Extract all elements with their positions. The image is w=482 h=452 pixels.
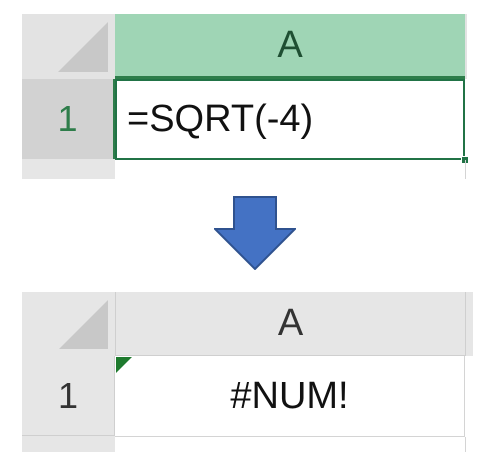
- row-header-next[interactable]: [22, 159, 115, 179]
- cell-a1-formula[interactable]: =SQRT(-4): [115, 79, 465, 160]
- error-indicator-icon[interactable]: [116, 357, 132, 373]
- spreadsheet-after: A 1 #NUM!: [22, 292, 473, 452]
- gridline: [465, 437, 466, 452]
- cell-a1-result[interactable]: #NUM!: [115, 356, 465, 437]
- row-header-next[interactable]: [22, 436, 115, 452]
- gridline: [465, 160, 466, 179]
- select-all-corner[interactable]: [22, 14, 115, 79]
- spreadsheet-before: A 1 =SQRT(-4): [22, 14, 469, 179]
- down-arrow-icon: [214, 196, 296, 270]
- column-header-next[interactable]: [465, 292, 473, 356]
- row-header-1[interactable]: 1: [22, 79, 115, 159]
- row-header-1[interactable]: 1: [22, 356, 115, 436]
- column-header-a[interactable]: A: [115, 14, 465, 79]
- select-all-triangle-icon: [58, 22, 108, 72]
- select-all-triangle-icon: [59, 300, 108, 349]
- cell-a1-error-text: #NUM!: [230, 374, 349, 417]
- cell-a1-text: =SQRT(-4): [127, 98, 314, 140]
- column-header-a[interactable]: A: [115, 292, 465, 356]
- column-header-next[interactable]: [465, 14, 467, 79]
- select-all-corner[interactable]: [22, 292, 115, 356]
